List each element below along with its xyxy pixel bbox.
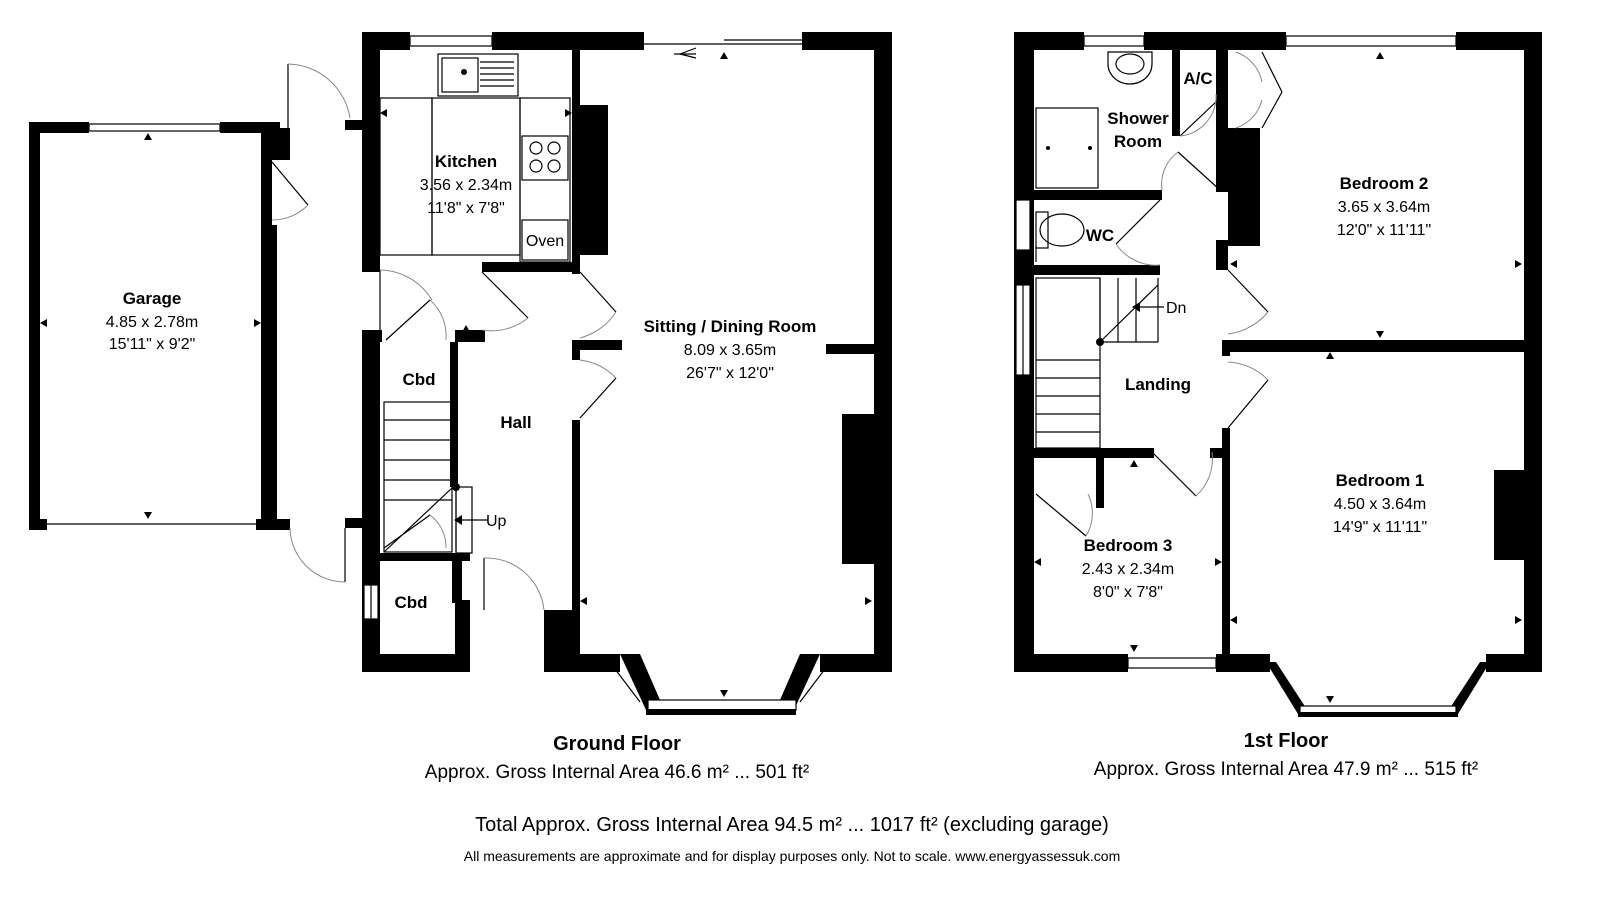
disclaimer: All measurements are approximate and for… [464,848,1121,864]
bedroom3-metric: 2.43 x 2.34m [1082,561,1175,578]
garage-name: Garage [123,289,182,308]
kitchen-metric: 3.56 x 2.34m [420,177,513,194]
ground-floor-title: Ground Floor [553,733,681,755]
first-floor-title: 1st Floor [1244,730,1329,752]
bedroom1-name: Bedroom 1 [1336,471,1425,490]
side-passage [271,63,365,583]
footer: Total Approx. Gross Internal Area 94.5 m… [464,814,1121,864]
ground-floor-plan [29,32,892,715]
ground-floor-area: Approx. Gross Internal Area 46.6 m² ... … [425,762,809,783]
first-dimension-arrows [1034,52,1522,703]
cbd-lower-name: Cbd [394,593,427,612]
sitting-room-metric: 8.09 x 3.65m [684,342,777,359]
bedroom2-imperial: 12'0" x 11'11" [1337,222,1431,239]
first-doors [1035,51,1283,537]
first-outer-walls [1014,32,1542,717]
bedroom1-metric: 4.50 x 3.64m [1334,496,1427,513]
hall-name: Hall [500,413,531,432]
shower-room-name-line2: Room [1114,132,1162,151]
ground-outer-walls [362,32,892,715]
wc-name: WC [1086,226,1114,245]
cbd-window [363,584,379,620]
first-labels: Shower Room A/C WC Bedroom 2 3.65 x 3.64… [1082,69,1478,780]
first-floor-area: Approx. Gross Internal Area 47.9 m² ... … [1094,759,1478,780]
sitting-room-name: Sitting / Dining Room [644,317,817,336]
ground-interior-walls [362,50,874,610]
first-interior-walls [1034,50,1524,672]
ground-doors [379,47,697,611]
first-stairs [1035,277,1164,449]
bedroom2-name: Bedroom 2 [1340,174,1429,193]
garage-imperial: 15'11" x 9'2" [109,336,196,353]
ground-stairs [383,401,488,554]
garage-metric: 4.85 x 2.78m [106,314,199,331]
ac-name: A/C [1183,69,1212,88]
oven-label: Oven [526,233,564,250]
bedroom2-metric: 3.65 x 3.64m [1338,199,1431,216]
bedroom3-imperial: 8'0" x 7'8" [1093,584,1163,601]
ground-labels: Garage 4.85 x 2.78m 15'11" x 9'2" Kitche… [106,152,817,783]
bedroom3-name: Bedroom 3 [1084,536,1173,555]
kitchen-name: Kitchen [435,152,497,171]
total-area: Total Approx. Gross Internal Area 94.5 m… [475,814,1109,836]
shower-room-name-line1: Shower [1107,109,1169,128]
first-floor-plan [1014,32,1542,717]
up-label: Up [486,513,507,530]
bedroom1-imperial: 14'9" x 11'11" [1333,519,1427,536]
first-fittings [1035,51,1153,262]
landing-name: Landing [1125,375,1191,394]
cbd-upper-name: Cbd [402,370,435,389]
down-label: Dn [1166,300,1186,317]
kitchen-fittings [379,53,571,263]
kitchen-imperial: 11'8" x 7'8" [427,200,505,217]
sitting-room-imperial: 26'7" x 12'0" [686,365,774,382]
ground-dimension-arrows [40,52,872,697]
